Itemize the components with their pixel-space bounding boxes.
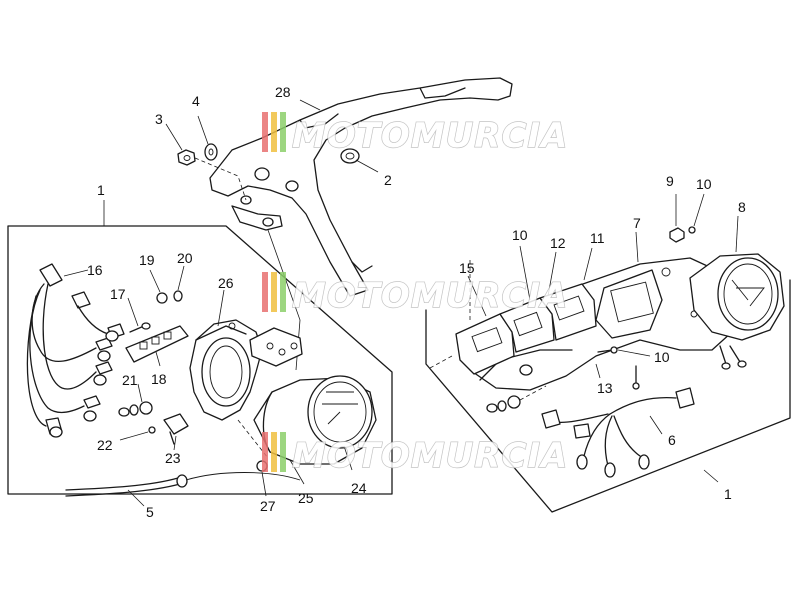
- callout-6: 6: [668, 432, 676, 448]
- screw-17: [129, 322, 151, 333]
- callout-labels: 1 1 2 3 4 5 6 7 8 9 10 10 10 11 12 13 15…: [87, 84, 746, 520]
- leader-lines: [63, 99, 739, 507]
- callout-18: 18: [151, 371, 167, 387]
- callout-12: 12: [550, 235, 566, 251]
- callout-13: 13: [597, 380, 613, 396]
- callout-10-mid: 10: [654, 349, 670, 365]
- watermark-stripe: [271, 112, 277, 152]
- callout-19: 19: [139, 252, 155, 268]
- watermark-text: MOTOMURCIA: [292, 276, 568, 316]
- callout-16: 16: [87, 262, 103, 278]
- watermark-middle: MOTOMURCIA: [262, 272, 568, 317]
- small-connector: [632, 365, 640, 390]
- watermark-stripe: [262, 432, 268, 472]
- watermark-top: MOTOMURCIA: [262, 112, 568, 157]
- screw-10-right: [688, 226, 696, 234]
- callout-2: 2: [384, 172, 392, 188]
- callout-8: 8: [738, 199, 746, 215]
- dashboard-housing: [467, 257, 733, 391]
- screw-10-mid: [597, 346, 618, 354]
- callout-15: 15: [459, 260, 475, 276]
- tacho-connector: [719, 345, 747, 370]
- callout-5: 5: [146, 504, 154, 520]
- callout-24: 24: [351, 480, 367, 496]
- left-detail-frame: [7, 225, 393, 495]
- screw-22: [148, 426, 156, 434]
- indicator-bulb-13: [519, 364, 533, 376]
- callout-28: 28: [275, 84, 291, 100]
- callout-26: 26: [218, 275, 234, 291]
- callout-23: 23: [165, 450, 181, 466]
- watermark-stripe: [262, 112, 268, 152]
- cable-adapter: [163, 413, 189, 445]
- callout-22: 22: [97, 437, 113, 453]
- washer-20: [173, 290, 183, 302]
- rubber-grommet: [340, 148, 360, 164]
- instrument-bracket: [209, 77, 513, 297]
- bulb-holders: [49, 330, 119, 438]
- nut-9: [669, 227, 685, 243]
- callout-17: 17: [110, 286, 126, 302]
- watermark-stripe: [280, 432, 286, 472]
- callout-10-right: 10: [696, 176, 712, 192]
- wiring-harness-right: [541, 387, 695, 478]
- watermark-stripe: [271, 272, 277, 312]
- instrument-housing: [189, 319, 303, 421]
- tachometer-gauge: [689, 253, 785, 341]
- hex-nut: [177, 149, 196, 166]
- watermark-stripe: [280, 272, 286, 312]
- screw-19: [156, 292, 168, 304]
- watermark-stripe: [262, 272, 268, 312]
- callout-3: 3: [155, 111, 163, 127]
- callout-10-top: 10: [512, 227, 528, 243]
- lcd-unit-right: [539, 283, 597, 341]
- watermark-stripe: [280, 112, 286, 152]
- callout-7: 7: [633, 215, 641, 231]
- watermark-text: MOTOMURCIA: [292, 116, 568, 156]
- callout-21: 21: [122, 372, 138, 388]
- watermark-stripe: [271, 432, 277, 472]
- warning-light-panel: [125, 325, 189, 363]
- speedometer-cable: [65, 472, 301, 497]
- screw-21: [118, 401, 153, 417]
- callout-11: 11: [590, 230, 605, 246]
- callout-1-right: 1: [724, 486, 732, 502]
- right-detail-frame: [425, 279, 791, 513]
- watermark-bottom: MOTOMURCIA: [262, 432, 568, 477]
- callout-20: 20: [177, 250, 193, 266]
- watermark-text: MOTOMURCIA: [292, 436, 568, 476]
- washer-stack: [486, 395, 521, 413]
- callout-9: 9: [666, 173, 674, 189]
- callout-4: 4: [192, 93, 200, 109]
- callout-25: 25: [298, 490, 314, 506]
- callout-1-left: 1: [97, 182, 105, 198]
- callout-27: 27: [260, 498, 276, 514]
- washer: [204, 143, 218, 161]
